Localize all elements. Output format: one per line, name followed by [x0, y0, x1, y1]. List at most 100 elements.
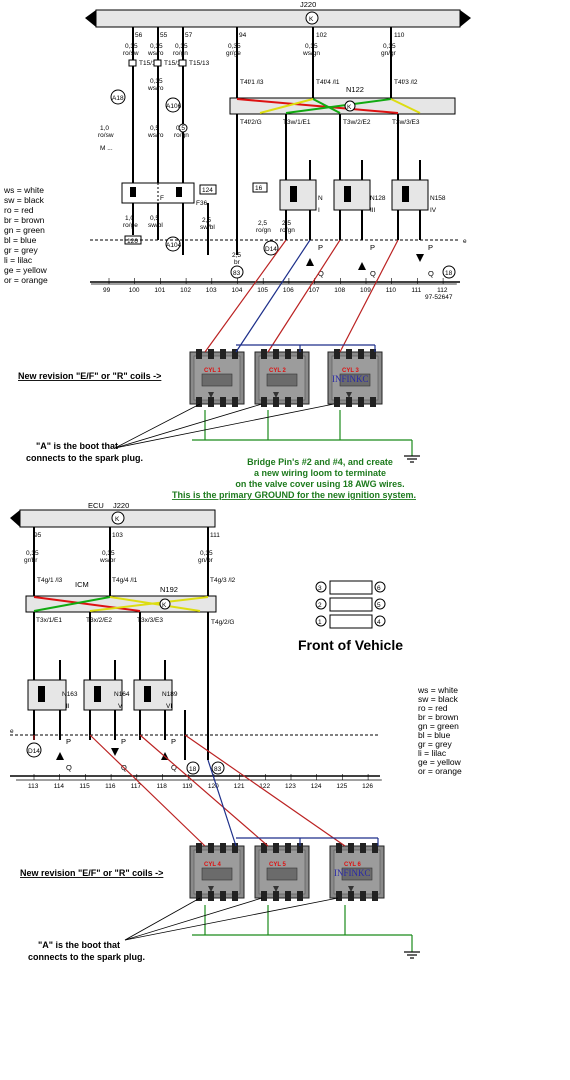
icm-in: T4g/4 /l1: [112, 577, 138, 584]
coil-pin-top: [220, 843, 226, 853]
coil-inner: [333, 849, 381, 895]
coil-pin-top: [346, 349, 352, 359]
coils-note-bottom: New revision "E/F" or "R" coils ->: [20, 868, 163, 878]
icm-label: ICM: [75, 580, 89, 589]
top-wire-sizes: 0,35 ro/sw 0,35 ws/ro 0,35 ro/gn 0,35 gr…: [123, 43, 397, 57]
ruler-label: 102: [180, 287, 191, 294]
ruler-label: 116: [105, 783, 116, 790]
ruler-label: 119: [182, 783, 193, 790]
bottom-green-ground: [192, 905, 413, 952]
p-label: P: [428, 243, 433, 252]
wire-size: 0,5: [150, 125, 159, 132]
legend-item: ws = white: [417, 685, 458, 695]
coil-pin-bottom: [208, 891, 214, 901]
legend-item: br = brown: [4, 215, 45, 225]
bottom-coil-boxes: N163 N164 N189 II V VI: [27, 679, 178, 711]
legend-item: ws = white: [3, 185, 44, 195]
terminal-label: T15/13: [189, 60, 210, 67]
ignition-coil: CYL 5: [254, 843, 310, 901]
bottom-blue-wires: [207, 759, 379, 847]
wire-size: 0,35: [26, 550, 39, 557]
coil-pin-top: [273, 349, 279, 359]
q-label: Q: [171, 763, 177, 772]
ruler-label: 117: [131, 783, 142, 790]
legend-item: ge = yellow: [418, 757, 462, 767]
coil-pin-top: [336, 843, 342, 853]
coil-pin-bottom: [297, 397, 303, 407]
coil-roman: II: [66, 703, 70, 710]
top-coil-boxes: N N128 N158 I III IV 16 2,5 ro/gn 2,5 ro…: [230, 179, 456, 279]
coil-pin-top: [348, 843, 354, 853]
wire-size: 0,35: [150, 43, 163, 50]
top-red-wires: [204, 239, 399, 353]
coil-pin-bottom: [232, 891, 238, 901]
wire-size: 2,5: [282, 220, 291, 227]
coil-pin-bottom: [208, 397, 214, 407]
coil-pin-bottom: [261, 397, 267, 407]
icm-in: T4g/1 /l3: [37, 577, 63, 584]
top-ecu: J220 K: [85, 0, 471, 28]
wire-size: 2,5: [258, 220, 267, 227]
circle-ref: D14: [265, 246, 277, 253]
coil-pin-bottom: [196, 891, 202, 901]
legend-item: gn = green: [418, 721, 459, 731]
circle-ref: 83: [233, 270, 241, 277]
wire-color: gr/br: [24, 557, 38, 564]
coil-pin-top: [372, 843, 378, 853]
firing-num: 4: [377, 619, 381, 626]
ruler-label: 107: [309, 287, 320, 294]
coil-roman: I: [318, 207, 320, 214]
wire-color: ro/sw: [98, 132, 114, 139]
top-lower-wires: 1,0 ro/sw 0,5 ws/ro 0,5 ro/gn M ...: [98, 125, 189, 152]
top-green-ground: [192, 410, 413, 456]
coil-roman: III: [370, 207, 376, 214]
coil-inner: [258, 849, 306, 895]
coil-pin-top: [232, 843, 238, 853]
ignition-coil: CYL 1: [189, 349, 245, 407]
coil-arrow: [346, 392, 352, 398]
coil-pin-top: [220, 349, 226, 359]
legend-item: br = brown: [418, 712, 459, 722]
ruler-label: 126: [362, 783, 373, 790]
ruler-label: 120: [208, 783, 219, 790]
wire-size: 1,0: [100, 125, 109, 132]
coil-roman: V: [118, 703, 123, 710]
wire-size: 0,35: [175, 43, 188, 50]
ruler-label: 121: [234, 783, 245, 790]
pin-label: 103: [112, 532, 123, 539]
green-note-line: Bridge Pin's #2 and #4, and create: [247, 457, 393, 467]
ruler-label: 101: [154, 287, 165, 294]
wire-size: 0,35: [102, 550, 115, 557]
box-label: 124: [202, 187, 213, 194]
coil-pin-bottom: [273, 891, 279, 901]
boot-note-top: "A" is the boot that: [36, 441, 118, 451]
icm-k: K: [162, 602, 167, 609]
coil-core: [341, 867, 373, 881]
wire-size: 0,35: [150, 78, 163, 85]
wire-color: sw/bl: [148, 222, 163, 229]
coil-pin-top: [370, 349, 376, 359]
bottom-red-wires: [33, 734, 346, 847]
wire-color: ro/gn: [256, 227, 271, 234]
coil-brand: INFINKC: [332, 374, 369, 384]
coil-pin-top: [358, 349, 364, 359]
coil-pin-top: [297, 843, 303, 853]
icm-out: T3w/3/E3: [392, 119, 420, 126]
bottom-ground-symbol: [404, 951, 420, 959]
coil-id: N128: [370, 195, 386, 202]
pin-label: 55: [160, 32, 168, 39]
legend-item: gn = green: [4, 225, 45, 235]
ruler-label: 112: [437, 287, 448, 294]
box-label: 126: [127, 238, 138, 245]
wire-color: ro/gn: [280, 227, 295, 234]
cylinder-label: CYL 6: [344, 862, 362, 868]
coil-roman: IV: [430, 207, 437, 214]
firing-order: 3 2 1 6 5 4 Front of Vehicle: [298, 580, 403, 653]
icm-label: N122: [346, 85, 364, 94]
circle-ref: 18: [445, 270, 453, 277]
relay-label: F: [160, 195, 164, 202]
coil-pin-bottom: [285, 397, 291, 407]
